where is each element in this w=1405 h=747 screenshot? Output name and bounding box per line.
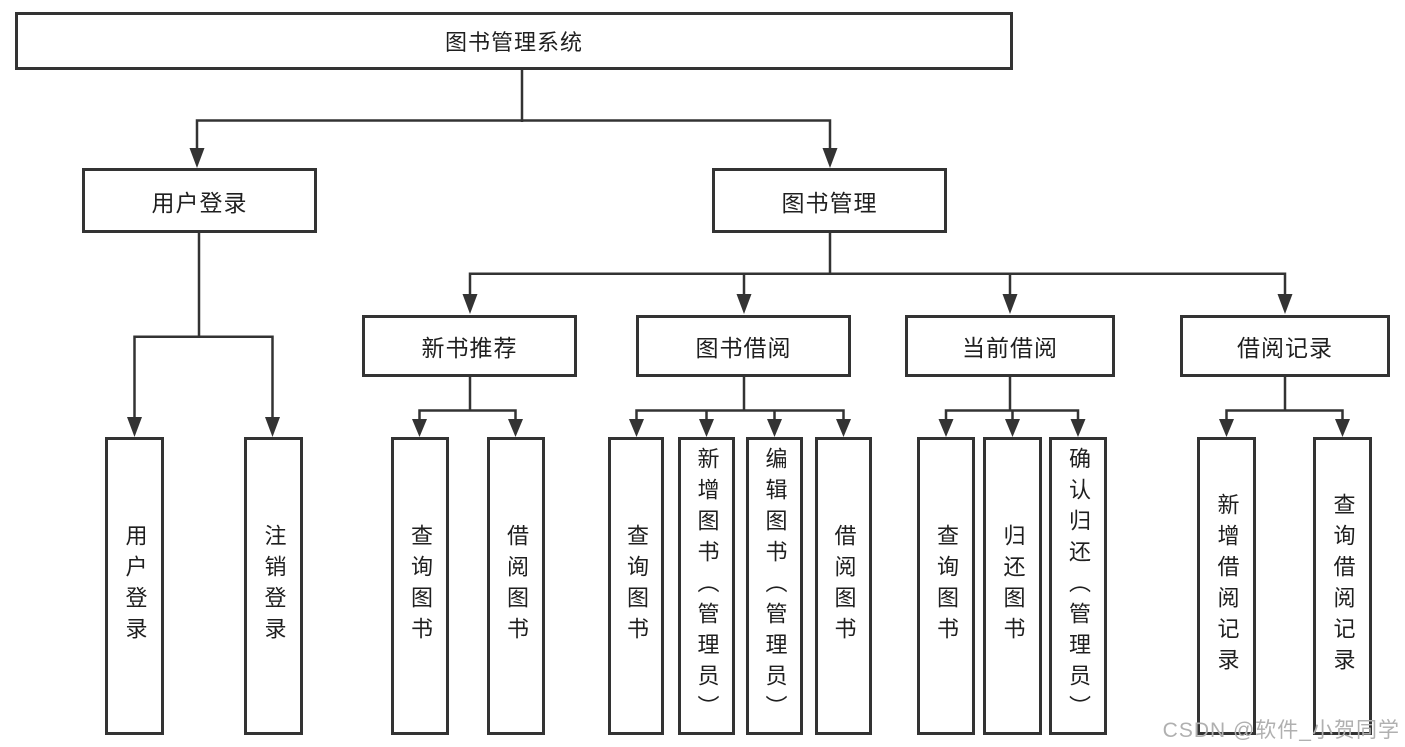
connector-bookmgmt-children	[462, 233, 1293, 314]
leaf-query-borrow-record: 查询借阅记录	[1313, 437, 1372, 735]
leaf-logout: 注销登录	[244, 437, 303, 735]
node-label: 查询图书	[408, 524, 433, 648]
leaf-add-borrow-record: 新增借阅记录	[1197, 437, 1256, 735]
node-label: 查询图书	[624, 524, 649, 648]
node-library-system: 图书管理系统	[15, 12, 1013, 70]
leaf-user-login: 用户登录	[105, 437, 164, 735]
leaf-query-books-borrowing: 查询图书	[608, 437, 664, 735]
node-borrowing-records: 借阅记录	[1180, 315, 1390, 377]
node-new-book-recommend: 新书推荐	[362, 315, 577, 377]
node-label: 借阅图书	[831, 524, 857, 648]
node-label: 确认归还（管理员）	[1066, 446, 1091, 726]
leaf-query-books-current: 查询图书	[917, 437, 975, 735]
node-label: 查询借阅记录	[1330, 493, 1356, 679]
connector-records-children	[1219, 377, 1350, 437]
leaf-borrow-books: 借阅图书	[815, 437, 872, 735]
node-book-borrowing: 图书借阅	[636, 315, 851, 377]
node-label: 图书借阅	[695, 335, 792, 361]
leaf-confirm-return-admin: 确认归还（管理员）	[1049, 437, 1107, 735]
connector-borrowing-children	[629, 377, 851, 437]
node-current-borrowing: 当前借阅	[905, 315, 1115, 377]
leaf-return-books: 归还图书	[983, 437, 1042, 735]
node-label: 归还图书	[1000, 524, 1026, 648]
node-book-management: 图书管理	[712, 168, 947, 233]
node-label: 新增图书（管理员）	[694, 446, 720, 726]
node-label: 新书推荐	[421, 335, 518, 361]
connector-userlogin-children	[127, 233, 280, 437]
node-user-login: 用户登录	[82, 168, 317, 233]
node-label: 新增借阅记录	[1214, 493, 1240, 679]
node-label: 借阅记录	[1237, 335, 1333, 361]
node-label: 用户登录	[151, 189, 248, 216]
connector-newbooks-children	[412, 377, 523, 437]
leaf-add-books-admin: 新增图书（管理员）	[678, 437, 735, 735]
node-label: 注销登录	[261, 524, 287, 648]
connector-root-to-level2	[189, 70, 838, 168]
leaf-query-books-recommend: 查询图书	[391, 437, 449, 735]
node-label: 当前借阅	[962, 335, 1058, 361]
node-label: 用户登录	[122, 524, 148, 648]
leaf-edit-books-admin: 编辑图书（管理员）	[746, 437, 803, 735]
node-label: 编辑图书（管理员）	[762, 446, 788, 726]
node-label: 图书管理	[781, 189, 878, 216]
leaf-borrow-books-recommend: 借阅图书	[487, 437, 545, 735]
node-label: 借阅图书	[504, 524, 529, 648]
node-label: 图书管理系统	[444, 30, 583, 55]
connector-current-children	[938, 377, 1086, 437]
node-label: 查询图书	[934, 524, 959, 648]
